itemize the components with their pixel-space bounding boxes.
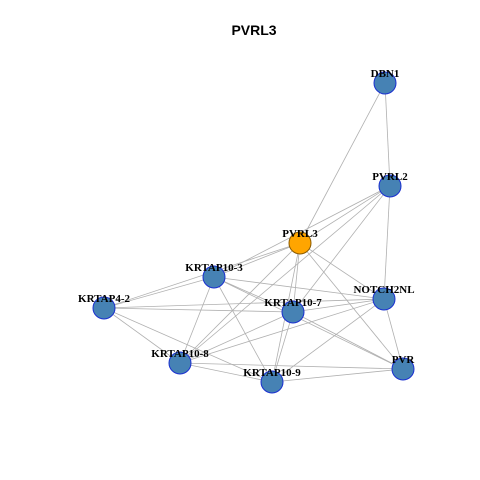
edge-krtap10-7-pvr xyxy=(292,311,404,370)
edge-pvrl2-krtap10-8 xyxy=(179,185,391,364)
edge-pvrl3-krtap4-2 xyxy=(103,242,301,309)
node-pvrl2[interactable] xyxy=(378,174,402,198)
edge-pvrl2-pvrl3 xyxy=(299,185,391,244)
node-label-krtap4-2: KRTAP4-2 xyxy=(78,293,130,305)
edge-krtap4-2-notch2nl xyxy=(103,298,385,309)
node-krtap4-2[interactable] xyxy=(92,296,116,320)
node-pvr[interactable] xyxy=(391,357,415,381)
edge-krtap10-7-krtap10-9 xyxy=(271,311,294,383)
edge-dbn1-pvrl3 xyxy=(299,82,386,244)
node-label-krtap10-8: KRTAP10-8 xyxy=(151,348,209,360)
edge-pvrl3-notch2nl xyxy=(299,242,385,300)
node-krtap10-9[interactable] xyxy=(260,370,284,394)
edge-krtap10-9-pvr xyxy=(271,368,404,383)
node-label-pvr: PVR xyxy=(392,354,416,366)
node-label-dbn1: DBN1 xyxy=(371,68,400,80)
edge-notch2nl-pvr xyxy=(383,298,404,370)
node-dbn1[interactable] xyxy=(373,71,397,95)
node-krtap10-3[interactable] xyxy=(202,265,226,289)
node-label-pvrl3: PVRL3 xyxy=(282,228,318,240)
edge-pvrl3-pvr xyxy=(299,242,404,370)
node-label-krtap10-9: KRTAP10-9 xyxy=(243,367,301,379)
edge-pvrl3-krtap10-7 xyxy=(292,242,301,313)
edge-krtap4-2-krtap10-9 xyxy=(103,307,273,383)
node-label-pvrl2: PVRL2 xyxy=(372,171,408,183)
graph-title: PVRL3 xyxy=(231,22,276,38)
edge-krtap10-3-krtap4-2 xyxy=(103,276,215,309)
edge-notch2nl-krtap10-8 xyxy=(179,298,385,364)
edge-layer xyxy=(103,82,404,383)
edge-pvrl3-krtap10-8 xyxy=(179,242,301,364)
node-label-notch2nl: NOTCH2NL xyxy=(353,284,414,296)
edge-krtap4-2-krtap10-7 xyxy=(103,307,294,313)
node-pvrl3[interactable] xyxy=(288,231,312,255)
edge-krtap10-3-krtap10-9 xyxy=(213,276,273,383)
edge-krtap4-2-krtap10-8 xyxy=(103,307,181,364)
node-krtap10-8[interactable] xyxy=(168,351,192,375)
edge-pvrl3-krtap10-3 xyxy=(213,242,301,278)
edge-krtap10-3-notch2nl xyxy=(213,276,385,300)
edge-krtap10-7-notch2nl xyxy=(292,298,385,313)
node-label-krtap10-7: KRTAP10-7 xyxy=(264,297,322,309)
edge-krtap10-8-krtap10-9 xyxy=(179,362,273,383)
node-label-krtap10-3: KRTAP10-3 xyxy=(185,262,243,274)
edge-krtap10-3-krtap10-8 xyxy=(179,276,215,364)
node-notch2nl[interactable] xyxy=(372,287,396,311)
edge-dbn1-pvrl2 xyxy=(384,82,391,187)
node-layer xyxy=(92,71,415,394)
node-krtap10-7[interactable] xyxy=(281,300,305,324)
edge-krtap10-3-krtap10-7 xyxy=(213,276,294,313)
edge-notch2nl-krtap10-9 xyxy=(271,298,385,383)
edge-pvrl2-notch2nl xyxy=(383,185,391,300)
edge-krtap10-8-pvr xyxy=(179,362,404,370)
edge-pvrl2-krtap10-7 xyxy=(292,185,391,313)
edge-krtap10-7-krtap10-8 xyxy=(179,311,294,364)
